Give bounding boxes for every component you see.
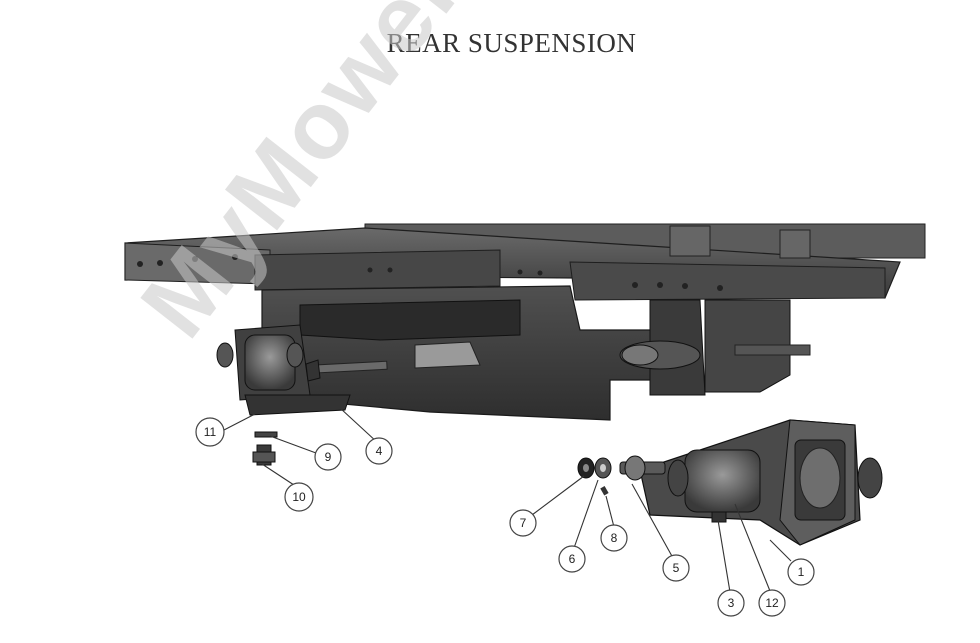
bolt-10 bbox=[252, 444, 276, 466]
left-bushing-assembly bbox=[216, 324, 351, 416]
leader-lines bbox=[223, 407, 792, 593]
frame-deck bbox=[124, 223, 926, 301]
callout-label: 3 bbox=[728, 596, 735, 610]
callout-label: 5 bbox=[673, 561, 680, 575]
callout-1: 1 bbox=[787, 558, 815, 586]
callout-label: 9 bbox=[325, 450, 332, 464]
callout-5: 5 bbox=[662, 554, 690, 582]
pin-8 bbox=[600, 486, 609, 496]
callout-label: 6 bbox=[569, 552, 576, 566]
callout-10: 10 bbox=[284, 482, 314, 512]
diagram-title: REAR SUSPENSION bbox=[386, 28, 637, 58]
frame-right-bushing bbox=[619, 340, 701, 370]
callout-6: 6 bbox=[558, 545, 586, 573]
callout-4: 4 bbox=[365, 437, 393, 465]
callout-label: 7 bbox=[520, 516, 527, 530]
callout-9: 9 bbox=[314, 443, 342, 471]
bolt-4 bbox=[305, 359, 388, 382]
callout-label: 4 bbox=[376, 444, 383, 458]
callout-8: 8 bbox=[600, 524, 628, 552]
callout-12: 12 bbox=[758, 589, 786, 617]
callout-3: 3 bbox=[717, 589, 745, 617]
callout-7: 7 bbox=[509, 509, 537, 537]
callout-label: 11 bbox=[204, 425, 217, 439]
washer-7 bbox=[577, 457, 595, 479]
callout-label: 12 bbox=[765, 596, 779, 610]
nut-6 bbox=[594, 457, 612, 479]
washer-9 bbox=[254, 431, 278, 438]
callout-11: 11 bbox=[195, 417, 225, 447]
callout-label: 1 bbox=[798, 565, 805, 579]
callout-label: 8 bbox=[611, 531, 618, 545]
mount-bracket-assembly bbox=[619, 419, 883, 546]
callout-label: 10 bbox=[292, 490, 306, 504]
